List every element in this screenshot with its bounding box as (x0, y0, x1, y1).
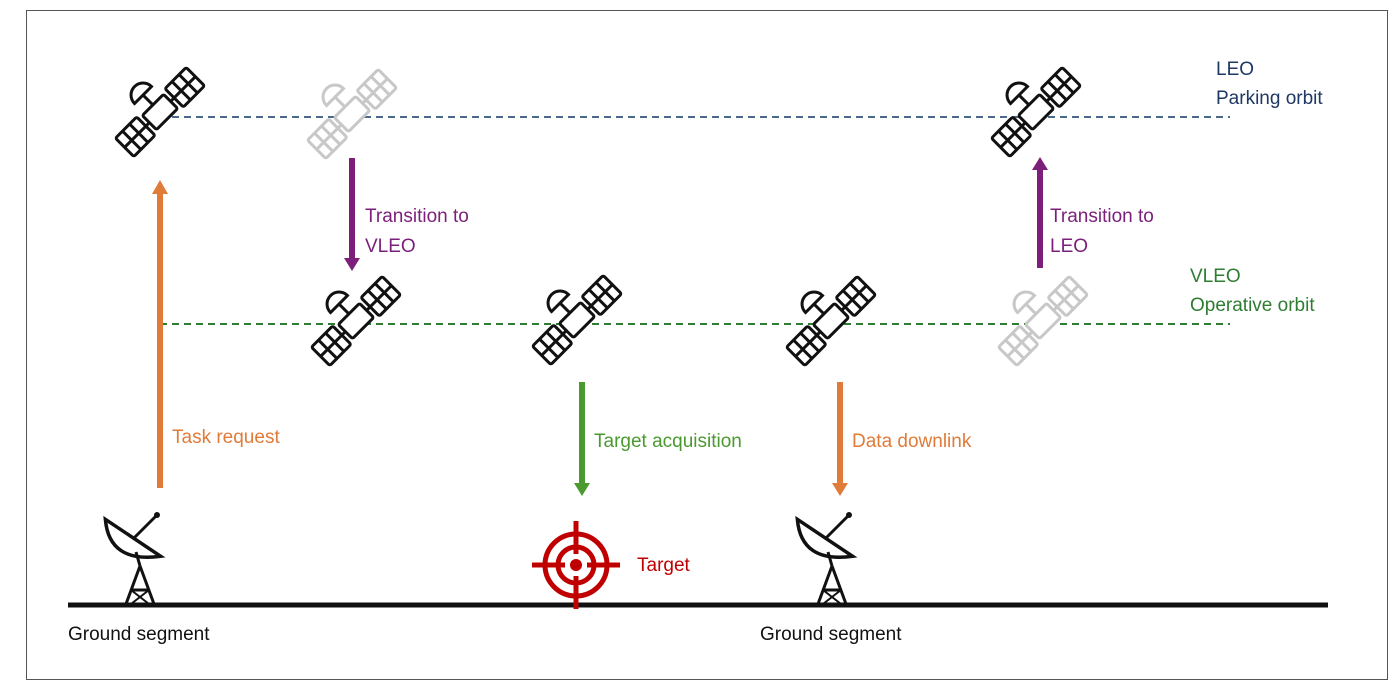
satellite-icon (768, 258, 878, 368)
ground-antenna-icon (795, 509, 855, 606)
target-label: Target (637, 555, 691, 576)
crosshair-target-icon (532, 521, 620, 609)
task-request-arrow (152, 180, 168, 488)
satellite-icon (514, 257, 624, 367)
ground-antenna-icon (103, 509, 163, 606)
transition-to-leo-label: Transition to (1050, 206, 1154, 227)
transition-to-leo-arrow (1032, 157, 1048, 268)
transition-to-vleo-arrow (344, 158, 360, 271)
vleo-label: VLEO (1190, 266, 1241, 287)
ghost-satellite-icon (980, 258, 1090, 368)
transition-to-vleo-sublabel: VLEO (365, 236, 416, 257)
target-acquisition-label: Target acquisition (594, 431, 742, 452)
satellite-icon (97, 49, 207, 159)
ghost-satellite-icon (289, 51, 399, 161)
ground-segment-left-label: Ground segment (68, 624, 210, 645)
task-request-label: Task request (172, 427, 280, 448)
satellite-icon (293, 258, 403, 368)
transition-to-leo-sublabel: LEO (1050, 236, 1088, 257)
leo-sublabel: Parking orbit (1216, 88, 1323, 109)
data-downlink-arrow (832, 382, 848, 496)
leo-label: LEO (1216, 59, 1254, 80)
vleo-sublabel: Operative orbit (1190, 295, 1315, 316)
ground-segment-right-label: Ground segment (760, 624, 902, 645)
target-acquisition-arrow (574, 382, 590, 496)
data-downlink-label: Data downlink (852, 431, 972, 452)
satellite-icon (973, 49, 1083, 159)
transition-to-vleo-label: Transition to (365, 206, 469, 227)
